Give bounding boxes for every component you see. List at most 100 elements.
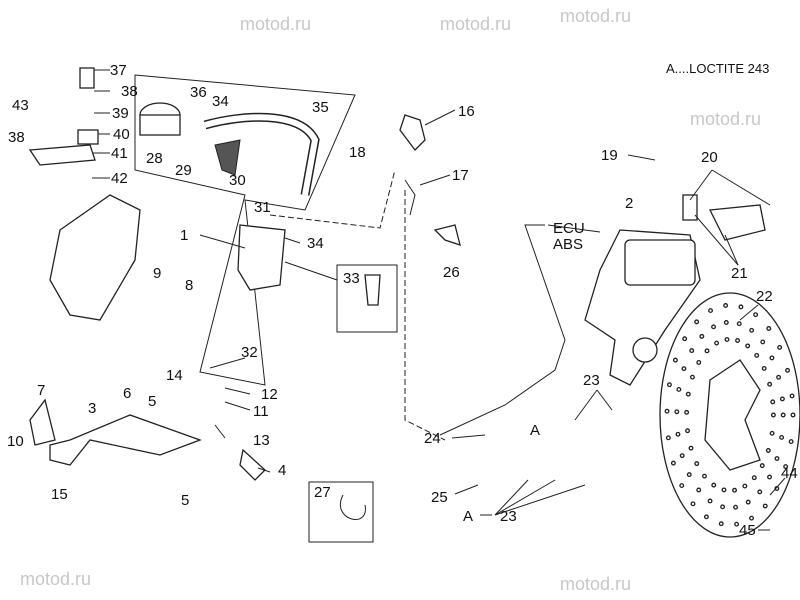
disc-hole: [777, 344, 783, 350]
clip-27: [340, 494, 366, 520]
callout-2: 2: [625, 195, 633, 212]
callout-27: 27: [314, 484, 331, 501]
callout-37: 37: [110, 62, 127, 79]
disc-hole: [702, 473, 707, 479]
disc-hole: [689, 374, 695, 380]
fitting-33: [364, 274, 381, 306]
ecu-label: ECU: [553, 220, 585, 237]
part-27-frame: [308, 481, 374, 543]
brake-pedal: [49, 414, 202, 466]
disc-hole: [689, 348, 695, 354]
reservoir-bracket: [214, 139, 241, 176]
callout-43: 43: [12, 97, 29, 114]
disc-hole: [770, 399, 776, 405]
callout-6: 6: [123, 385, 131, 402]
disc-hole: [666, 382, 672, 388]
disc-hole: [774, 456, 780, 461]
callout-41: 41: [111, 145, 128, 162]
disc-hole: [738, 304, 744, 310]
brake-pad: [708, 204, 766, 241]
callout-14: 14: [166, 367, 183, 384]
disc-hole: [749, 327, 755, 333]
disc-hole: [704, 348, 710, 354]
disc-hole: [694, 319, 700, 325]
hose-17: [404, 179, 416, 216]
disc-hole: [749, 515, 754, 521]
callout-40: 40: [113, 126, 130, 143]
callout-10: 10: [7, 433, 24, 450]
disc-hole: [753, 312, 759, 318]
disc-hole: [699, 333, 705, 339]
disc-hole: [685, 428, 690, 434]
callout-5b: 5: [181, 492, 189, 509]
watermark-text: motod.ru: [690, 109, 761, 129]
disc-hole: [765, 448, 771, 453]
callout-33: 33: [343, 270, 360, 287]
disc-hole: [769, 430, 775, 436]
disc-hole: [724, 337, 730, 342]
loctite-legend: A....LOCTITE 243: [666, 61, 769, 76]
master-cylinder-group-frame: [134, 74, 356, 386]
callout-13: 13: [253, 432, 270, 449]
callout-29: 29: [175, 162, 192, 179]
callout-23: 23: [583, 372, 600, 389]
disc-holes: [664, 303, 796, 527]
part-33-frame: [336, 264, 398, 333]
disc-hole: [723, 320, 729, 325]
disc-hole: [769, 355, 775, 361]
callout-25: 25: [431, 489, 448, 506]
callout-35: 35: [312, 99, 329, 116]
disc-hole: [788, 439, 794, 445]
callout-8: 8: [185, 277, 193, 294]
callout-18: 18: [349, 144, 366, 161]
callout-34b: 34: [307, 235, 324, 252]
watermark-text: motod.ru: [240, 14, 311, 34]
disc-hole: [767, 381, 773, 387]
watermark-text: motod.ru: [560, 6, 631, 26]
disc-hole: [696, 360, 702, 365]
disc-hole: [745, 343, 751, 349]
bolt-37: [79, 67, 95, 89]
callout-34: 34: [212, 93, 229, 110]
disc-hole: [708, 308, 713, 314]
master-cylinder: [237, 224, 286, 291]
disc-hole: [761, 365, 767, 371]
callout-24: 24: [424, 430, 441, 447]
disc-hole: [703, 514, 709, 520]
disc-hole: [670, 460, 676, 466]
disc-hole: [686, 472, 692, 478]
spring-40: [77, 129, 99, 145]
bracket-41: [28, 144, 96, 166]
disc-hole: [711, 482, 717, 488]
callout-16: 16: [458, 103, 475, 120]
reservoir-hose-inner: [204, 114, 319, 196]
pad-spring: [682, 194, 698, 221]
heel-guard: [49, 194, 141, 321]
disc-hole: [780, 412, 786, 418]
disc-hole: [682, 336, 688, 342]
disc-hole: [674, 409, 680, 415]
disc-hole: [707, 498, 713, 504]
disc-hole: [742, 483, 748, 489]
disc-hole: [734, 521, 740, 527]
callout-23b: 23: [500, 508, 517, 525]
callout-7: 7: [37, 382, 45, 399]
callout-4: 4: [278, 462, 286, 479]
callout-45: 45: [739, 522, 756, 539]
disc-hole: [745, 499, 751, 505]
pedal-plate: [29, 398, 56, 446]
callout-Ab: A: [463, 508, 473, 525]
disc-hole: [757, 489, 763, 495]
disc-hole: [770, 412, 776, 418]
disc-hole: [690, 501, 696, 507]
callout-42: 42: [111, 170, 128, 187]
leader-lines: [92, 69, 786, 531]
disc-hole: [779, 434, 785, 440]
disc-hole: [754, 352, 760, 358]
disc-hole: [751, 475, 757, 481]
callout-9: 9: [153, 265, 161, 282]
brake-pipe: [439, 224, 566, 436]
callout-15: 15: [51, 486, 68, 503]
